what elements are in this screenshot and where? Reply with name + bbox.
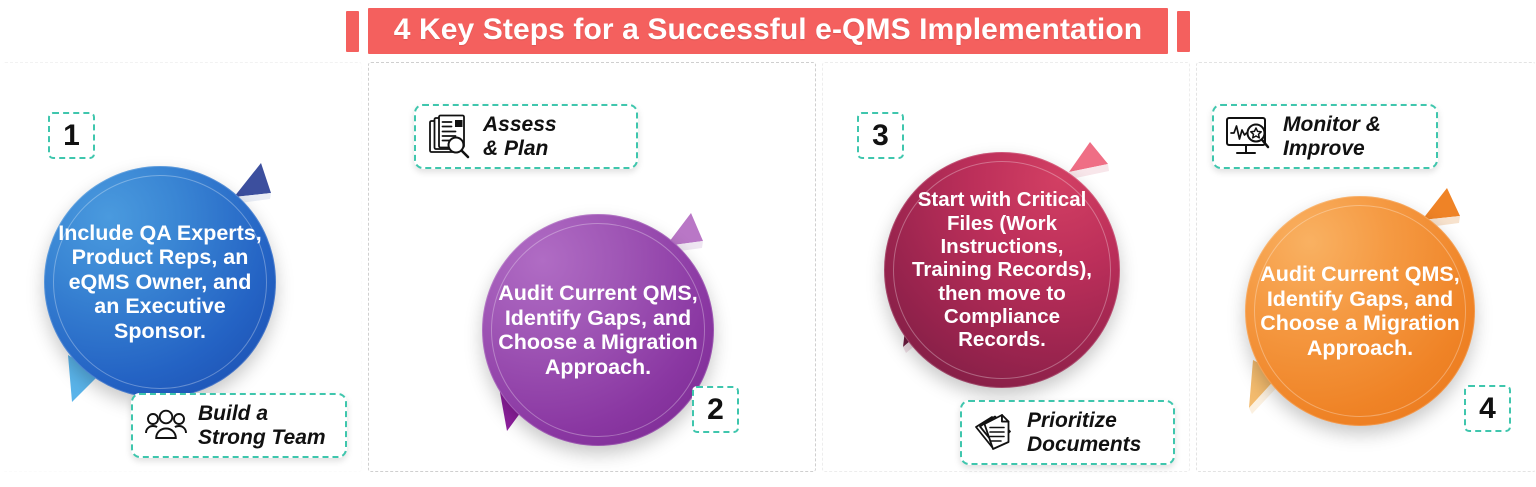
step-1-body: Include QA Experts, Product Reps, an eQM… (58, 220, 262, 343)
step-3-number: 3 (857, 112, 904, 159)
page-title: 4 Key Steps for a Successful e-QMS Imple… (367, 8, 1169, 54)
step-4-circle: Audit Current QMS, Identify Gaps, and Ch… (1245, 196, 1475, 426)
step-2-body: Audit Current QMS, Identify Gaps, and Ch… (498, 281, 698, 379)
step-3-label: Prioritize Documents (1027, 409, 1142, 456)
monitor-analytics-icon (1226, 116, 1270, 154)
title-row: 4 Key Steps for a Successful e-QMS Imple… (0, 8, 1536, 54)
step-2-number: 2 (692, 386, 739, 433)
step-2-circle: Audit Current QMS, Identify Gaps, and Ch… (482, 214, 714, 446)
step-3-body: Start with Critical Files (Work Instruct… (912, 188, 1092, 352)
step-4-label-pill: Monitor & Improve (1212, 104, 1438, 170)
panel-step-1 (2, 62, 362, 472)
step-1-circle: Include QA Experts, Product Reps, an eQM… (44, 166, 276, 398)
step-2-label: Assess & Plan (483, 113, 557, 160)
step-2-label-pill: Assess & Plan (414, 104, 638, 170)
step-1-number: 1 (48, 112, 95, 159)
document-search-icon (429, 114, 470, 158)
step-4-body: Audit Current QMS, Identify Gaps, and Ch… (1260, 262, 1460, 360)
panel-step-3 (822, 62, 1190, 472)
step-3-arrow-top (1069, 142, 1109, 179)
step-3-label-pill: Prioritize Documents (960, 400, 1175, 466)
step-4-label: Monitor & Improve (1283, 113, 1381, 160)
title-accent-right (1177, 10, 1191, 52)
step-4-number: 4 (1464, 385, 1511, 432)
step-3-circle: Start with Critical Files (Work Instruct… (884, 152, 1120, 388)
panel-step-2 (368, 62, 816, 472)
title-accent-left (345, 10, 359, 52)
people-group-icon (145, 409, 187, 439)
step-1-label-pill: Build a Strong Team (131, 393, 347, 459)
stacked-documents-icon (975, 413, 1011, 450)
step-1-label: Build a Strong Team (198, 402, 326, 449)
step-1-arrow-bottom (68, 355, 100, 402)
